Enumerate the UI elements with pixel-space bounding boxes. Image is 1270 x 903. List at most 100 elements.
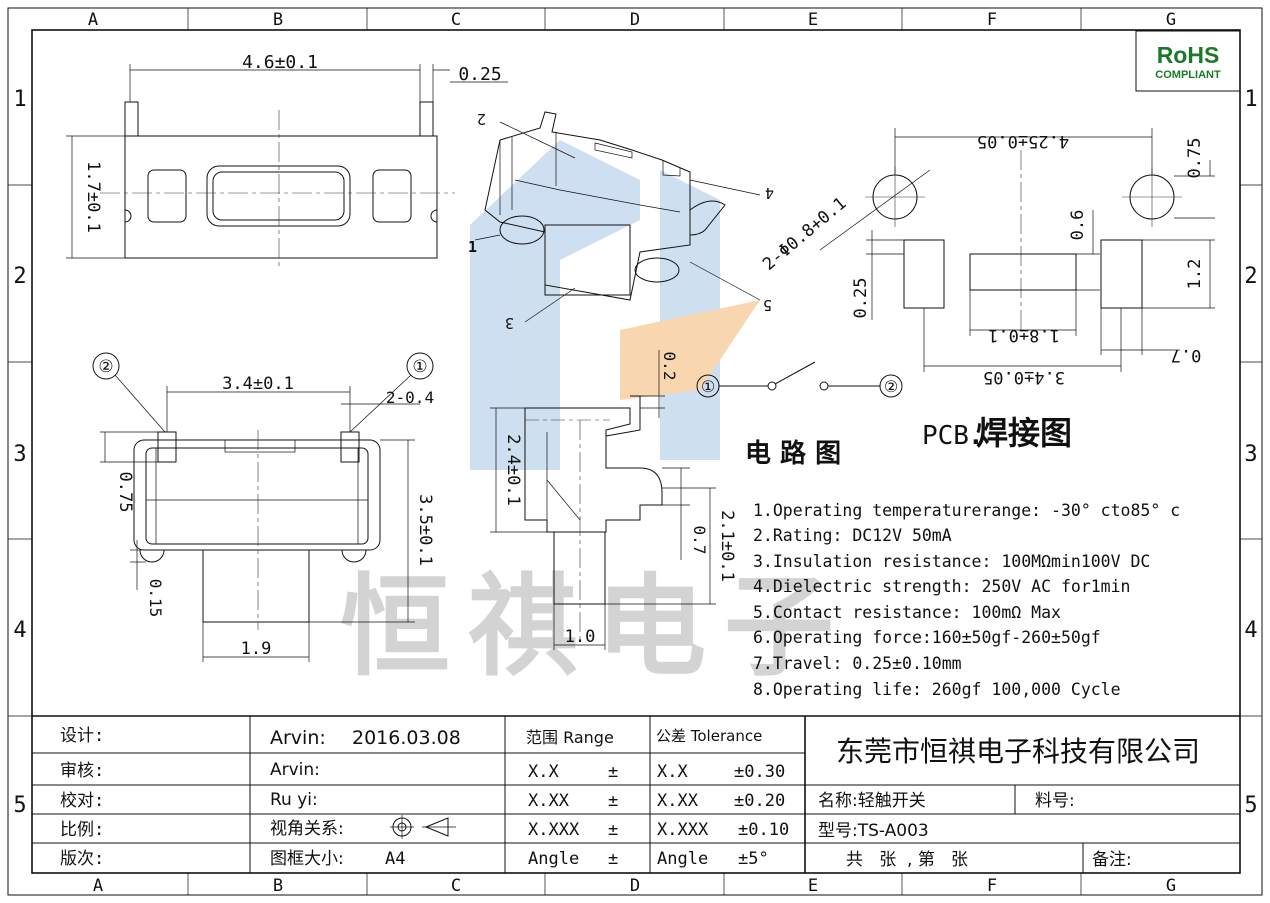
col-label-top: D: [630, 10, 640, 30]
circuit-node-2: ②: [884, 377, 898, 396]
tb-designer: Arvin:: [270, 727, 326, 749]
tb-frame-label: 图框大小:: [270, 849, 344, 869]
pcb-w34: 3.4±0.05: [983, 367, 1065, 387]
col-label-top: F: [987, 10, 997, 30]
dim-width: 4.6±0.1: [242, 52, 318, 73]
circuit-node-1: ①: [701, 377, 715, 396]
col-label-bottom: F: [987, 876, 997, 896]
tb-remark: 备注:: [1092, 850, 1132, 870]
pcb-h025: 0.25: [851, 278, 871, 319]
row-label-left: 1: [13, 87, 26, 112]
spec-item: 7.Travel: 0.25±0.10mm: [753, 654, 962, 673]
isometric-view: 2 4 1 3 5: [468, 110, 774, 332]
col-label-top: E: [808, 10, 818, 30]
tb-reviewer: Arvin:: [270, 760, 320, 780]
pcb-hole-dia: 0.75: [1185, 138, 1205, 179]
pcb-title-dot: .: [968, 421, 984, 451]
zone-labels: A B C D E F G A B C D E F G: [88, 10, 1176, 896]
zone-ticks: [8, 8, 1262, 895]
row-labels: 1 2 3 4 5 1 2 3 4 5: [13, 87, 1257, 818]
front-h015: 0.15: [146, 579, 165, 618]
row-label-right: 1: [1244, 87, 1257, 112]
tb-range-header: 范围 Range: [526, 728, 614, 747]
spec-item: 5.Contact resistance: 100mΩ Max: [753, 603, 1061, 622]
spec-item: 2.Rating: DC12V 50mA: [753, 526, 952, 545]
tb-tol-fmt: X.XXX: [657, 820, 709, 840]
col-label-bottom: C: [451, 876, 461, 896]
col-label-bottom: B: [273, 876, 283, 896]
top-view: 4.6±0.1 0.25 1.7±0.1: [66, 52, 508, 270]
front-pin2: ②: [98, 357, 113, 377]
front-view: ② ① 3.4±0.1 2-0.4 0.75 3.5±0.1 0.15 1.9: [92, 352, 435, 662]
front-lead: 2-0.4: [386, 388, 434, 407]
spec-item: 8.Operating life: 260gf 100,000 Cycle: [753, 680, 1121, 699]
row-label-left: 5: [13, 793, 26, 818]
title-block: 设计: 审核: 校对: 比例: 版次: Arvin: 2016.03.08 Ar…: [32, 715, 1240, 873]
row-label-right: 4: [1244, 618, 1257, 643]
tb-range-pm: ±: [608, 849, 618, 869]
col-label-bottom: D: [630, 876, 640, 896]
side-w10: 1.0: [565, 627, 596, 647]
row-label-right: 2: [1244, 264, 1257, 289]
side-view: 0.2 2.4±0.1 0.7 2.1±0.1 1.0: [490, 350, 737, 650]
watermark-text: 恒祺电子: [340, 563, 852, 691]
row-label-right: 3: [1244, 442, 1257, 467]
col-label-top: C: [451, 10, 461, 30]
tb-tol-val: ±5°: [738, 849, 769, 869]
row-label-left: 2: [13, 264, 26, 289]
tb-tol-val: ±0.10: [738, 820, 789, 840]
front-w19: 1.9: [241, 639, 272, 659]
side-h02: 0.2: [660, 352, 679, 381]
tb-range-pm: ±: [608, 762, 618, 782]
outer-frame: [7, 7, 1263, 896]
tb-date: 2016.03.08: [352, 727, 461, 749]
pcb-h06: 0.6: [1068, 210, 1088, 241]
pcb-layout: 4.25±0.05 0.75 2-Φ0.8+0.1 1.2 0.6 0.25 1…: [759, 128, 1215, 387]
dim-lead: 0.25: [458, 64, 501, 85]
row-label-left: 4: [13, 618, 26, 643]
tb-label-scale: 比例:: [60, 820, 104, 840]
front-h075: 0.75: [115, 472, 135, 513]
tb-tol-val: ±0.30: [734, 762, 785, 782]
front-h35: 3.5±0.1: [415, 494, 435, 566]
pcb-w07: 0.7: [1171, 345, 1202, 365]
col-label-top: A: [88, 10, 98, 30]
spec-item: 4.Dielectric strength: 250V AC for1min: [753, 577, 1131, 596]
tb-range-fmt: X.X: [528, 762, 559, 782]
iso-callout-5: 5: [763, 296, 772, 314]
iso-callout-1: 1: [468, 238, 477, 256]
rohs-sub: COMPLIANT: [1155, 69, 1221, 81]
pcb-hole: 2-Φ0.8+0.1: [759, 194, 850, 275]
iso-callout-4: 4: [765, 184, 774, 202]
pcb-title-prefix: PCB: [922, 421, 969, 451]
tb-tol-val: ±0.20: [734, 791, 785, 811]
dim-height: 1.7±0.1: [83, 161, 103, 233]
tb-name: 名称:轻触开关: [818, 791, 926, 811]
spec-item: 1.Operating temperaturerange: -30° cto85…: [753, 501, 1180, 520]
tb-checker: Ru yi:: [270, 790, 318, 810]
pcb-w18: 1.8±0.1: [988, 325, 1060, 345]
projection-symbol-icon: [390, 815, 456, 839]
tb-label-review: 审核:: [60, 761, 104, 781]
tb-tol-header: 公差 Tolerance: [656, 727, 762, 745]
tb-company: 东莞市恒祺电子科技有限公司: [836, 735, 1200, 768]
tb-range-fmt: X.XX: [528, 791, 570, 811]
side-h21: 2.1±0.1: [717, 510, 737, 582]
watermark: 恒祺电子: [340, 140, 852, 691]
circuit-diagram: ① ② 电 路 图: [696, 361, 903, 469]
tb-range-pm: ±: [608, 791, 618, 811]
tb-label-design: 设计:: [60, 726, 104, 746]
tb-frame-size: A4: [385, 849, 405, 869]
tb-tol-fmt: X.X: [657, 762, 688, 782]
spec-item: 6.Operating force:160±50gf-260±50gf: [753, 628, 1101, 647]
tb-model: 型号:TS-A003: [818, 821, 929, 841]
pcb-title: PCB . 焊接图: [922, 414, 1072, 452]
side-h07: 0.7: [690, 526, 709, 555]
col-label-bottom: A: [93, 876, 103, 896]
tb-range-pm: ±: [608, 820, 618, 840]
iso-callout-2: 2: [477, 110, 486, 128]
spec-item: 3.Insulation resistance: 100MΩmin100V DC: [753, 552, 1150, 571]
row-label-left: 3: [13, 442, 26, 467]
tb-projection-label: 视角关系:: [270, 819, 344, 839]
